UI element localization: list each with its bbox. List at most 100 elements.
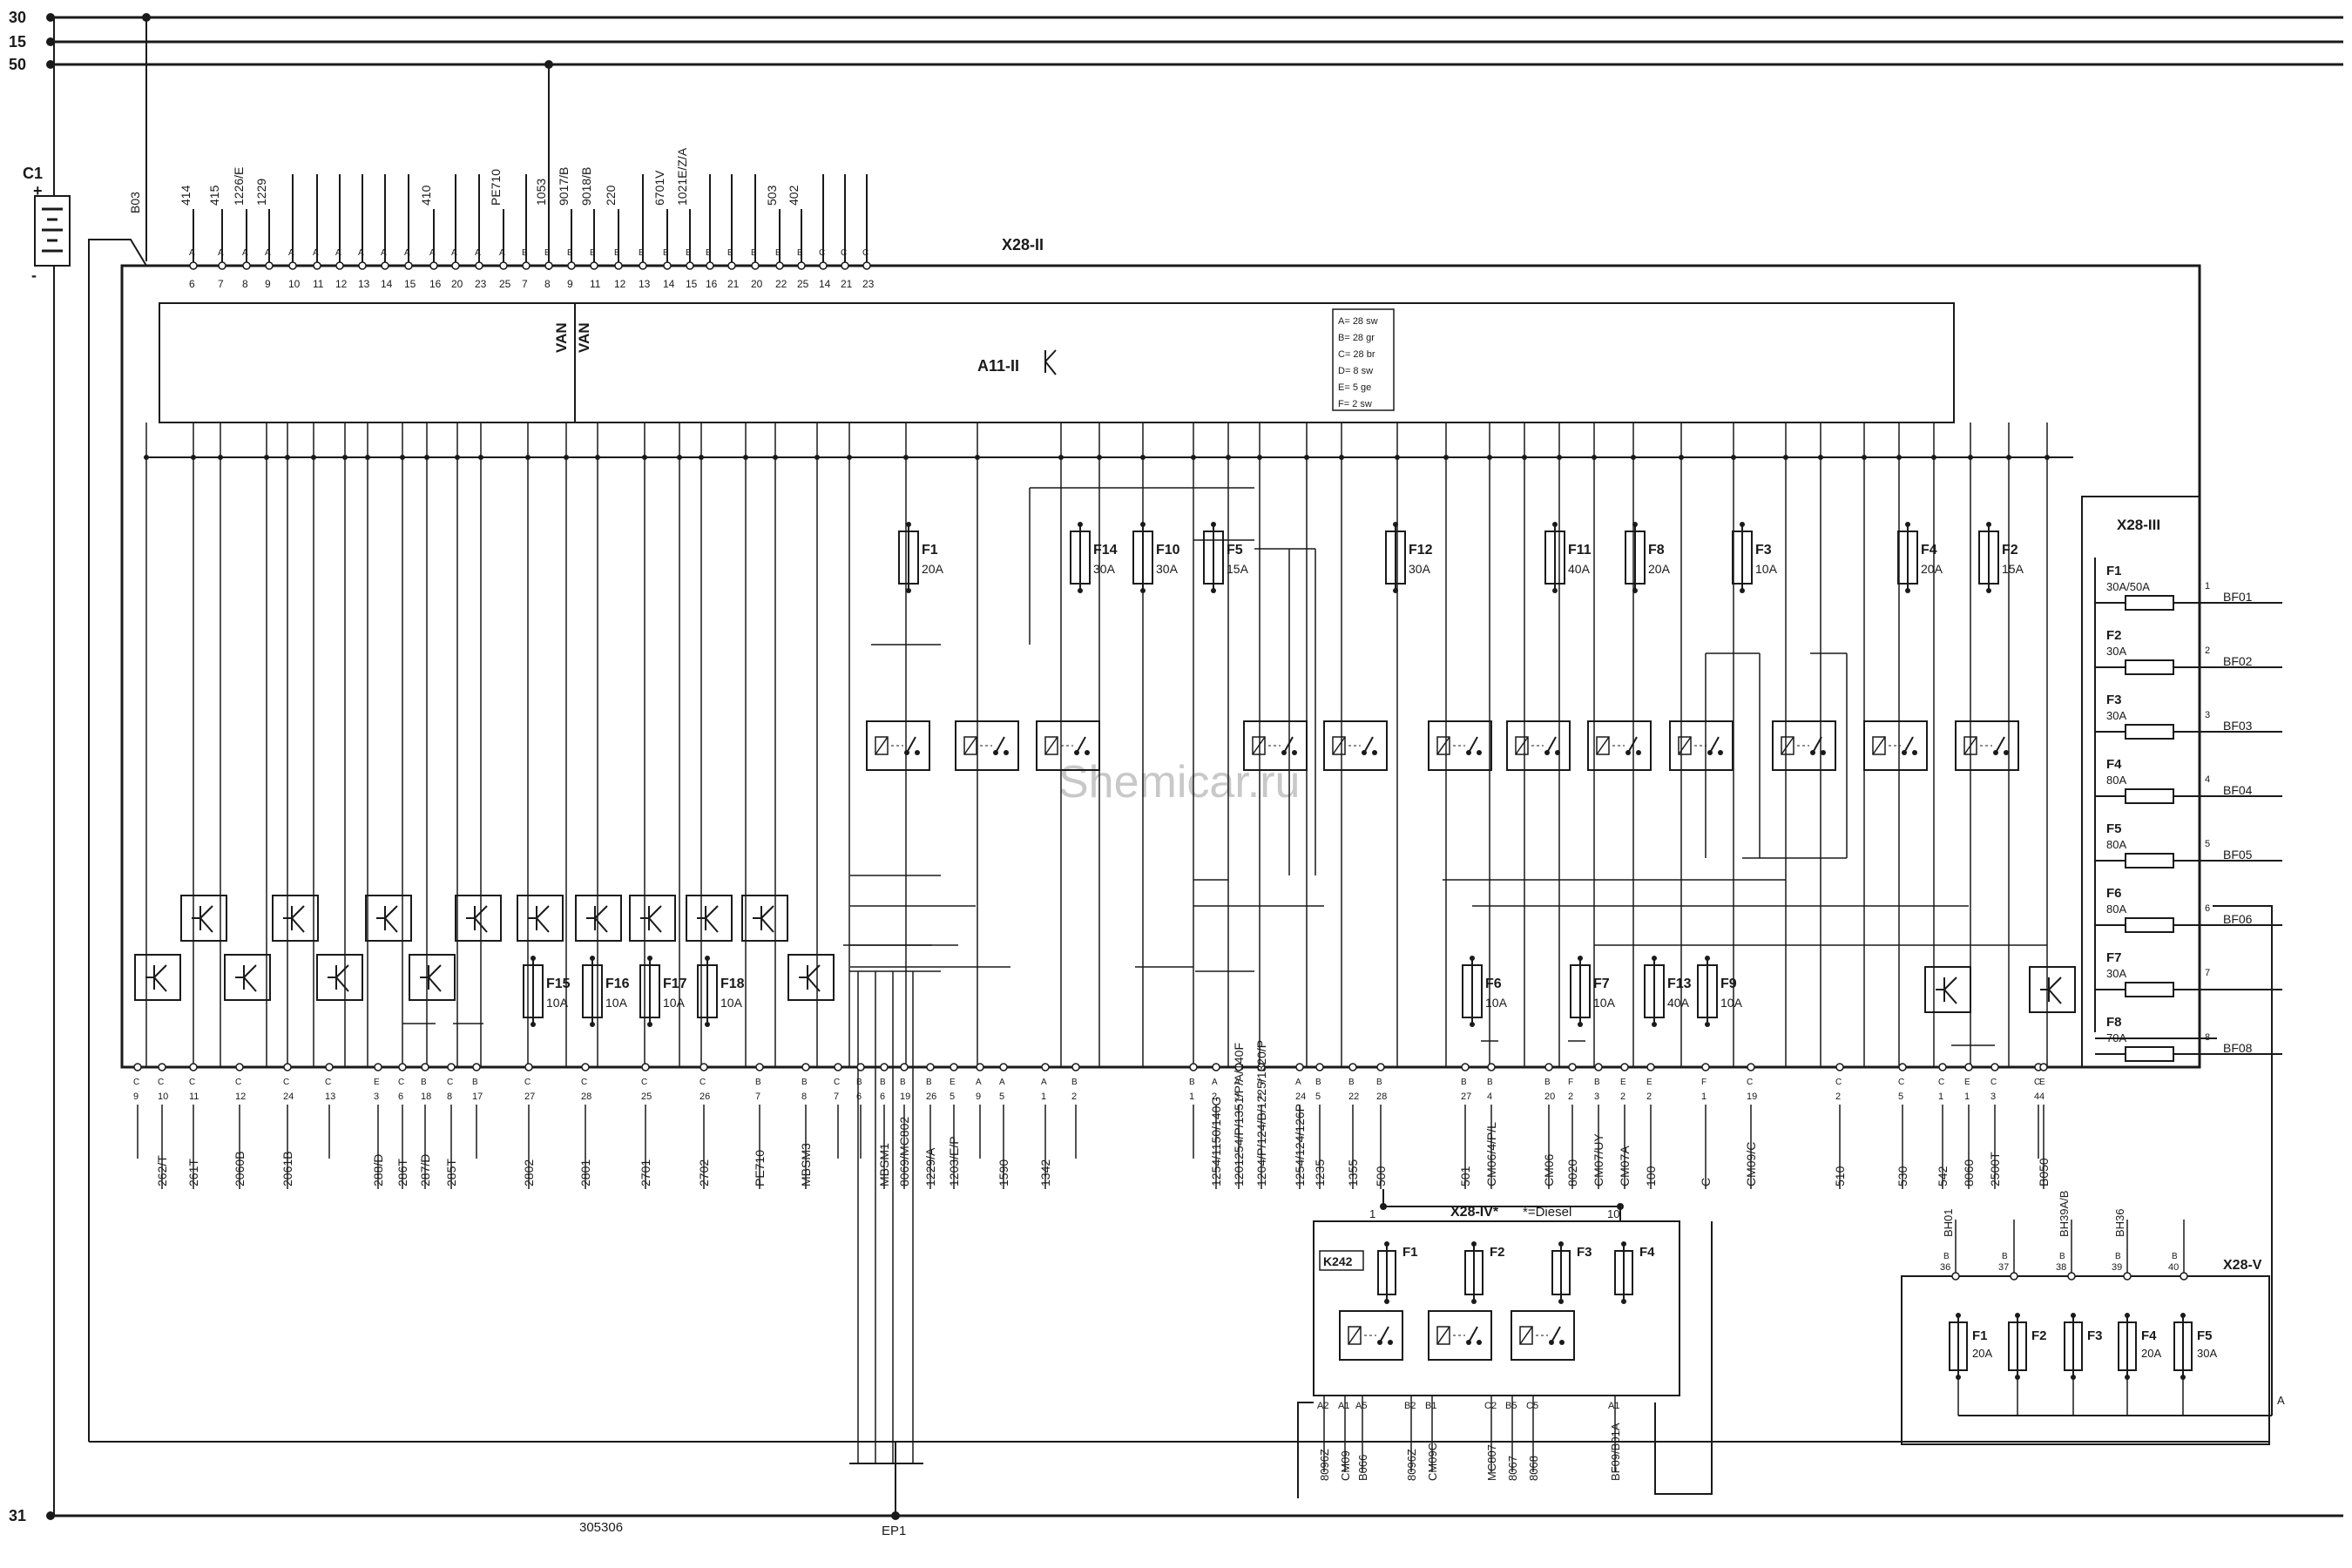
top-wire-label: 1021E/Z/A — [675, 147, 689, 206]
relays — [866, 720, 2019, 771]
bottom-wire-label: CM07/UY — [1592, 1133, 1605, 1186]
legend-item: B= 28 gr — [1338, 333, 1375, 343]
x28-v-pin-number: 40 — [2168, 1262, 2179, 1273]
bottom-pin-letter: A — [1212, 1078, 1218, 1087]
bottom-pin-letter: A — [976, 1078, 982, 1087]
x28-iii-fuse — [2125, 659, 2174, 675]
bottom-pin-number: 2 — [1568, 1092, 1573, 1102]
internal-fuse — [1203, 522, 1224, 593]
x28-iv-wire-label: 8096Z — [1318, 1449, 1331, 1481]
bottom-wire-label: 2802 — [522, 1159, 536, 1186]
bottom-pin-letter: E — [374, 1078, 380, 1087]
bottom-wire-label: 1254/124/126P — [1293, 1104, 1307, 1186]
top-pin-letter: A — [499, 248, 505, 258]
bottom-pin-letter: A — [1295, 1078, 1301, 1087]
top-pin-number: 9 — [567, 278, 573, 290]
bottom-pin-number: 5 — [999, 1092, 1004, 1102]
x28-iv-fuse — [1614, 1241, 1633, 1304]
internal-fuse-name: F4 — [1921, 543, 1937, 558]
x28-v-pin-letter: B — [2172, 1252, 2178, 1261]
bottom-pin-number: 2 — [1835, 1092, 1841, 1102]
bottom-pin-number: 10 — [158, 1092, 168, 1102]
lower-fuse-rating: 10A — [1593, 996, 1616, 1010]
top-pin-letter: B — [522, 248, 528, 258]
top-pin-number: 14 — [663, 278, 675, 290]
x28-v-fuse-rating: 20A — [1972, 1347, 1992, 1360]
bottom-pin-number: 24 — [1295, 1092, 1306, 1102]
x28-v-wire-label: BH39A/B — [2058, 1191, 2071, 1237]
bottom-pin-letter: E — [1964, 1078, 1970, 1087]
x28-iv-wire-label: MC807 — [1485, 1444, 1498, 1481]
lower-fuse-rating: 10A — [546, 996, 569, 1010]
x28-iii-fuse-name: F8 — [2106, 1015, 2122, 1030]
top-pin-letter: B — [727, 248, 733, 258]
internal-fuses: F120AF1430AF1030AF515AF1230AF1140AF820AF… — [898, 522, 2024, 593]
x28-iv-wire-label: B066 — [1356, 1455, 1369, 1481]
top-pin-number: 8 — [242, 278, 248, 290]
bottom-pin-number: 25 — [641, 1092, 652, 1102]
x28-iii-fuse-name: F3 — [2106, 693, 2122, 707]
x28-iii-fuse — [2125, 1046, 2174, 1062]
bottom-wire-label: 8020 — [1565, 1159, 1579, 1186]
bottom-wire-label: CM06/4/P/L — [1484, 1122, 1498, 1186]
power-rails: 30 15 50 31 — [9, 9, 2343, 1524]
lower-fuse-rating: 10A — [1485, 996, 1508, 1010]
x28-v-fuse-name: F4 — [2141, 1328, 2157, 1343]
lower-fuse-name: F7 — [1593, 977, 1610, 991]
bottom-pin-number: 2 — [1071, 1092, 1077, 1102]
bottom-pin-number: 4 — [2034, 1092, 2039, 1102]
lower-fuse — [697, 956, 718, 1027]
lower-fuse-rating: 10A — [663, 996, 686, 1010]
x28-v-label: X28-V — [2223, 1258, 2262, 1273]
top-pin-letter: C — [819, 248, 825, 258]
internal-fuse-rating: 20A — [922, 562, 944, 576]
top-pin-number: 7 — [218, 278, 224, 290]
x28-iii-fuse-rating: 30A — [2106, 967, 2126, 980]
bottom-pin-number: 4 — [1257, 1092, 1262, 1102]
bottom-pin-letter: B — [926, 1078, 932, 1087]
bottom-pin-number: 2 — [1620, 1092, 1625, 1102]
driver-transistor-icon — [272, 895, 319, 942]
bottom-pin-number: 6 — [398, 1092, 403, 1102]
bottom-wire-label: B050 — [2037, 1158, 2051, 1186]
lower-fuse-rating: 10A — [605, 996, 628, 1010]
top-pin-number: 25 — [499, 278, 511, 290]
bottom-pin-number: 5 — [1315, 1092, 1321, 1102]
x28-v-fuse-name: F2 — [2031, 1328, 2047, 1343]
x28-v-pin-letter: B — [2115, 1252, 2121, 1261]
internal-fuse — [1385, 522, 1406, 593]
x28-iv-pin-right: 10 — [1607, 1207, 1619, 1220]
battery-c1: C1 + - — [23, 17, 71, 1516]
lower-fuse — [639, 956, 660, 1027]
bottom-pin-letter: B — [1071, 1078, 1078, 1087]
relay-icon — [1428, 720, 1492, 771]
driver-transistor-icon — [365, 895, 412, 942]
top-pin-letter: B — [544, 248, 551, 258]
bottom-pin-letter: B — [1594, 1078, 1600, 1087]
bottom-pin-letter: E — [1646, 1078, 1652, 1087]
internal-fuse-rating: 40A — [1568, 562, 1591, 576]
bottom-pin-letter: B — [856, 1078, 862, 1087]
top-pin-number: 25 — [797, 278, 809, 290]
battery-minus: - — [31, 267, 37, 284]
bottom-pin-letter: C — [524, 1078, 531, 1087]
driver-transistor-icon — [741, 895, 788, 942]
bottom-pin-number: 2 — [1646, 1092, 1652, 1102]
x28-iii-fuse-rating: 30A — [2106, 645, 2126, 658]
top-pin-number: 21 — [841, 278, 853, 290]
internal-fuse-rating: 15A — [2002, 562, 2024, 576]
bottom-pin-letter: C — [235, 1078, 241, 1087]
x28-iii-output-label: BF04 — [2223, 783, 2253, 797]
lower-fuse — [1697, 956, 1718, 1027]
relay-icon — [1772, 720, 1836, 771]
internal-fuse — [1978, 522, 1999, 593]
bottom-wire-label: 501 — [1458, 1166, 1472, 1186]
x28-iii-pin-number: 7 — [2205, 968, 2210, 978]
bottom-pin-number: 22 — [1348, 1092, 1359, 1102]
bottom-wire-label: 100 — [1644, 1166, 1658, 1186]
bottom-pins: C9C10262/TC11261TC122060BC242061BC13E328… — [133, 1040, 2051, 1189]
top-pin-number: 21 — [727, 278, 740, 290]
bottom-wire-label: 1229/A — [923, 1147, 937, 1186]
relay-icon — [1863, 720, 1928, 771]
driver-transistor-icon — [180, 895, 227, 942]
